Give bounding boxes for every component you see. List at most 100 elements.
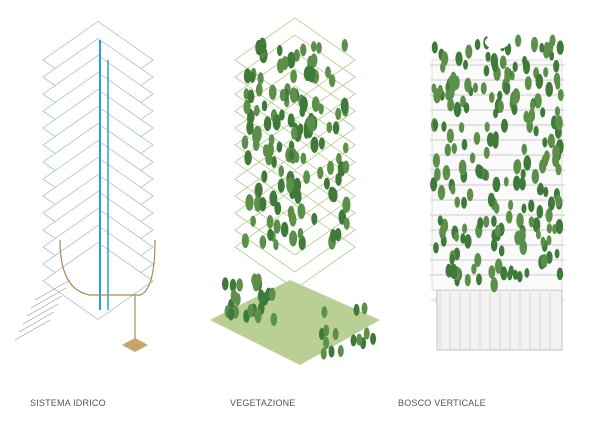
tree: [494, 258, 503, 274]
tree: [261, 100, 268, 112]
tree: [476, 273, 482, 286]
tree: [521, 143, 528, 155]
tree: [261, 292, 269, 306]
tree: [461, 138, 468, 151]
tree: [335, 107, 342, 121]
tree: [221, 277, 229, 291]
tree: [556, 267, 564, 281]
tree: [554, 248, 560, 259]
tree: [370, 332, 377, 345]
tree: [469, 152, 476, 164]
tree: [500, 266, 508, 281]
tree: [544, 41, 550, 54]
tree: [307, 66, 316, 83]
tree: [490, 238, 498, 252]
tree: [524, 76, 532, 91]
tree: [298, 235, 306, 251]
tree: [450, 184, 456, 195]
tree: [484, 121, 490, 133]
label-line: [30, 287, 67, 309]
tree: [278, 165, 285, 177]
tree: [556, 40, 564, 55]
tree: [241, 233, 250, 248]
tree: [463, 59, 469, 70]
tree: [343, 217, 350, 230]
tree: [268, 84, 277, 100]
tree: [477, 217, 484, 230]
tree: [490, 277, 498, 293]
tree: [328, 345, 335, 358]
tree: [263, 116, 272, 132]
tree: [250, 215, 256, 227]
tree: [528, 199, 535, 213]
tree: [286, 177, 294, 193]
tree: [297, 227, 304, 240]
floor-slab: [234, 204, 356, 290]
tree: [540, 254, 548, 268]
tree: [229, 278, 237, 292]
tree: [311, 212, 318, 226]
tree: [472, 82, 479, 93]
tree: [512, 61, 518, 73]
tree: [553, 72, 561, 86]
tree: [267, 228, 274, 241]
tree: [536, 205, 544, 219]
tree: [535, 229, 541, 240]
base-facade: [436, 289, 563, 351]
tree: [483, 65, 490, 77]
tree: [520, 168, 526, 180]
tree: [490, 53, 499, 69]
tree: [492, 176, 501, 193]
tree: [504, 66, 511, 79]
tree: [255, 39, 263, 56]
tree: [342, 160, 350, 174]
tree: [328, 186, 337, 202]
label-line: [22, 303, 59, 325]
tree: [244, 150, 252, 166]
tree: [493, 202, 500, 214]
tree: [300, 43, 307, 57]
tree: [245, 194, 254, 211]
tree: [249, 71, 256, 83]
tree: [473, 131, 481, 145]
tree: [291, 126, 298, 140]
tree: [247, 303, 255, 318]
tree: [460, 233, 466, 244]
tree: [323, 336, 330, 349]
tree: [555, 219, 564, 235]
floor-slab: [42, 242, 154, 320]
tree: [287, 51, 296, 69]
tree: [318, 137, 325, 150]
tree: [494, 225, 501, 237]
tree: [543, 186, 549, 198]
tree: [255, 182, 263, 197]
tree: [279, 88, 286, 102]
tree: [522, 55, 528, 66]
tree: [273, 239, 279, 251]
tree: [553, 59, 560, 73]
tree: [542, 137, 548, 148]
tree: [440, 51, 449, 66]
tree: [361, 302, 368, 315]
tree: [430, 177, 438, 192]
tree: [326, 121, 333, 134]
tree: [487, 192, 495, 208]
tree: [356, 333, 363, 346]
tree: [516, 213, 524, 229]
tree: [442, 165, 451, 181]
tree: [441, 121, 447, 132]
tree: [293, 177, 302, 194]
tree: [449, 254, 455, 265]
tree: [483, 146, 490, 159]
tree: [300, 152, 307, 165]
tree: [492, 131, 499, 143]
tree: [342, 196, 351, 213]
tree: [465, 44, 473, 59]
tree: [265, 150, 273, 166]
tree: [289, 230, 298, 247]
floor-slab: [234, 68, 356, 154]
caption-bosco-verticale: BOSCO VERTICALE: [398, 398, 486, 408]
tree: [251, 273, 258, 287]
tree: [554, 106, 561, 117]
tree: [453, 101, 462, 118]
